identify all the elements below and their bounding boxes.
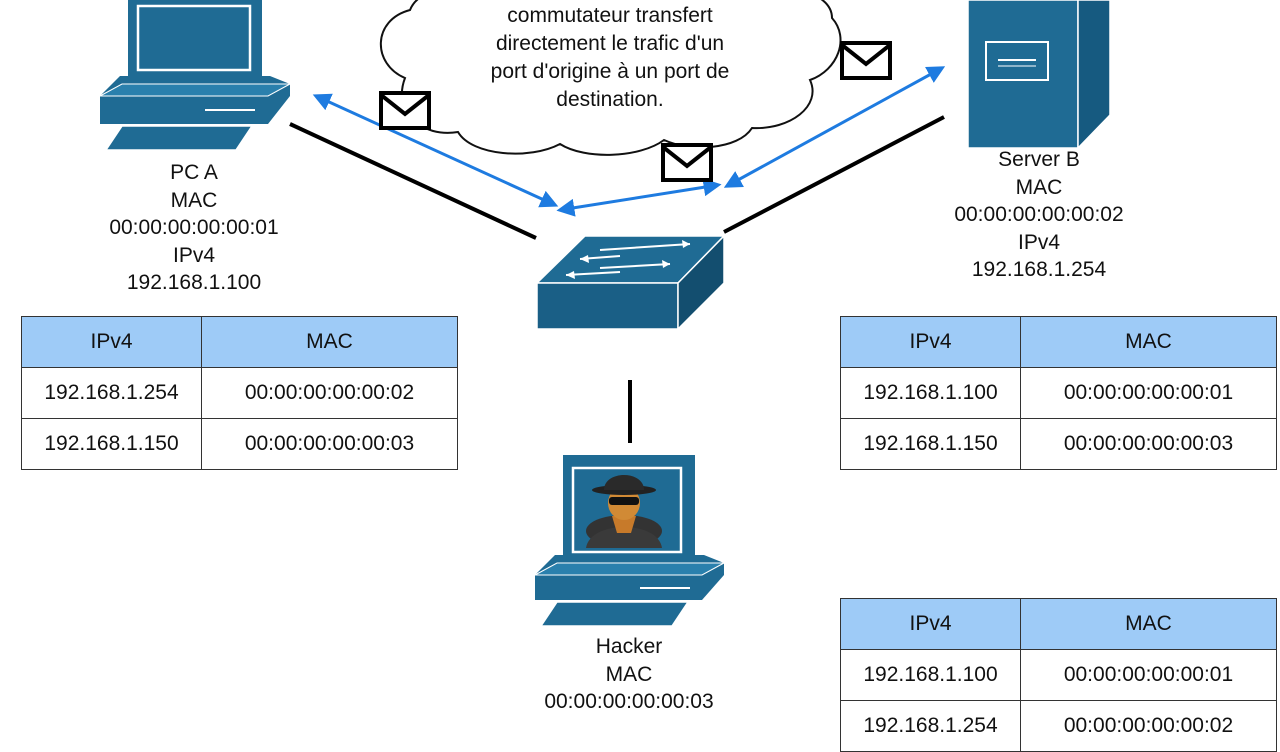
table-row: 192.168.1.150 00:00:00:00:00:03 — [840, 418, 1277, 470]
column-header: IPv4 — [840, 316, 1021, 368]
server-b-ip-label: IPv4 — [1017, 230, 1061, 254]
table-header-row: IPv4 MAC — [840, 316, 1277, 368]
envelope-icon — [379, 91, 431, 130]
mac-cell: 00:00:00:00:00:02 — [1020, 700, 1277, 752]
cloud-line: destination. — [556, 88, 664, 111]
table-row: 192.168.1.254 00:00:00:00:00:02 — [21, 367, 458, 419]
ip-cell: 192.168.1.150 — [21, 418, 202, 470]
envelope-icon — [840, 41, 892, 80]
ip-cell: 192.168.1.150 — [840, 418, 1021, 470]
cloud-line: directement le trafic d'un — [495, 32, 725, 55]
server-b-arp-table: IPv4 MAC 192.168.1.100 00:00:00:00:00:01… — [840, 316, 1277, 470]
switch-icon — [535, 234, 726, 331]
table-row: 192.168.1.100 00:00:00:00:00:01 — [840, 367, 1277, 419]
traffic-arrow-pc-a — [312, 93, 559, 208]
cloud-line: port d'origine à un port de — [490, 60, 730, 83]
hacker-computer-icon — [534, 455, 725, 627]
hacker-name: Hacker — [595, 635, 663, 658]
column-header: MAC — [201, 316, 458, 368]
server-b-icon — [967, 0, 1111, 150]
column-header: MAC — [1020, 316, 1277, 368]
server-b-name: Server B — [998, 148, 1080, 171]
pc-a-computer-icon — [99, 0, 291, 151]
ip-cell: 192.168.1.100 — [840, 649, 1021, 701]
envelope-icon — [661, 143, 713, 182]
ip-cell: 192.168.1.100 — [840, 367, 1021, 419]
table-row: 192.168.1.100 00:00:00:00:00:01 — [840, 649, 1277, 701]
hacker-arp-table: IPv4 MAC 192.168.1.100 00:00:00:00:00:01… — [840, 598, 1277, 752]
pc-a-label: PC A MAC 00:00:00:00:00:01 IPv4 192.168.… — [94, 159, 294, 297]
pc-a-mac: 00:00:00:00:00:01 — [109, 216, 279, 239]
column-header: MAC — [1020, 598, 1277, 650]
server-b-ip: 192.168.1.254 — [971, 258, 1107, 281]
pc-a-ip: 192.168.1.100 — [126, 271, 262, 294]
table-row: 192.168.1.254 00:00:00:00:00:02 — [840, 700, 1277, 752]
column-header: IPv4 — [21, 316, 202, 368]
table-header-row: IPv4 MAC — [21, 316, 458, 368]
mac-cell: 00:00:00:00:00:02 — [201, 367, 458, 419]
cloud-callout-text: commutateur transfert directement le tra… — [455, 2, 765, 114]
table-header-row: IPv4 MAC — [840, 598, 1277, 650]
table-row: 192.168.1.150 00:00:00:00:00:03 — [21, 418, 458, 470]
mac-cell: 00:00:00:00:00:03 — [1020, 418, 1277, 470]
mac-cell: 00:00:00:00:00:01 — [1020, 649, 1277, 701]
ip-cell: 192.168.1.254 — [840, 700, 1021, 752]
column-header: IPv4 — [840, 598, 1021, 650]
mac-cell: 00:00:00:00:00:01 — [1020, 367, 1277, 419]
hacker-mac-label: MAC — [605, 662, 653, 686]
network-diagram — [99, 0, 1111, 627]
mac-cell: 00:00:00:00:00:03 — [201, 418, 458, 470]
server-b-label: Server B MAC 00:00:00:00:00:02 IPv4 192.… — [939, 146, 1139, 284]
traffic-arrow-switch — [556, 178, 722, 217]
hacker-label: Hacker MAC 00:00:00:00:00:03 — [529, 633, 729, 716]
cloud-line: commutateur transfert — [507, 4, 713, 27]
traffic-arrow-server-b — [723, 66, 946, 188]
pc-a-arp-table: IPv4 MAC 192.168.1.254 00:00:00:00:00:02… — [21, 316, 458, 470]
link-server-b-switch — [723, 115, 945, 234]
hacker-avatar-icon — [586, 475, 662, 548]
server-b-mac-label: MAC — [1015, 175, 1063, 199]
ip-cell: 192.168.1.254 — [21, 367, 202, 419]
pc-a-ip-label: IPv4 — [172, 243, 216, 267]
pc-a-name: PC A — [170, 161, 218, 184]
server-b-mac: 00:00:00:00:00:02 — [954, 203, 1124, 226]
hacker-mac: 00:00:00:00:00:03 — [544, 690, 714, 713]
pc-a-mac-label: MAC — [170, 188, 218, 212]
